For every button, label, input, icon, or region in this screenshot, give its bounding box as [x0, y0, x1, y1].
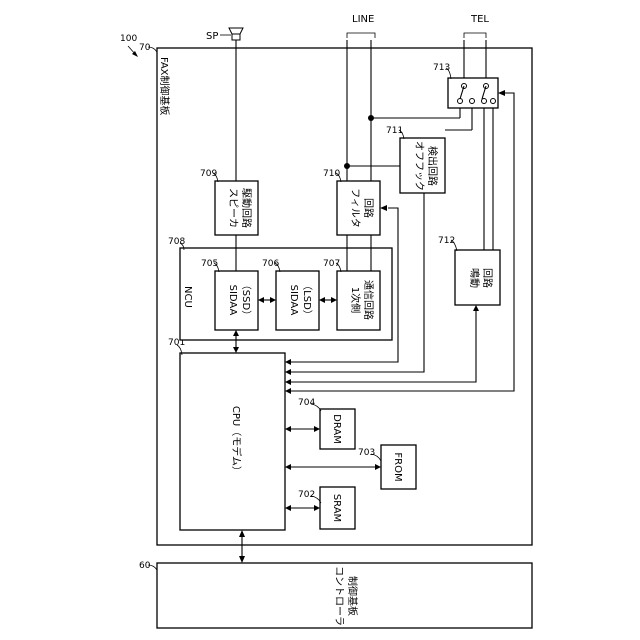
cpu-controller-arrow-down — [239, 556, 245, 563]
sidaa-lsd-title-2: （LSD） — [301, 280, 313, 320]
ringer-title-1: 鳴動 — [468, 268, 481, 288]
relay-contact-3 — [482, 99, 487, 104]
ringer-title-2: 回路 — [481, 268, 494, 288]
speaker-icon — [229, 28, 243, 40]
primary-comm-title-1: 1次側 — [349, 287, 362, 313]
filter-title-2: 回路 — [362, 198, 375, 218]
speaker-driver-title-1: スピーカ — [227, 188, 239, 228]
line-brace — [347, 33, 375, 38]
sidaa-ssd-title-1: SIDAA — [227, 285, 238, 316]
filter-title-1: フィルタ — [349, 188, 361, 228]
speaker-driver-title-2: 駆動回路 — [240, 188, 253, 228]
offhook-title-2: 検出回路 — [426, 146, 439, 186]
primary-comm-title-2: 通信回路 — [362, 280, 375, 320]
fig-ref: 100 — [120, 34, 137, 44]
relay-contact-1 — [458, 99, 463, 104]
sram-ref: 702 — [298, 490, 315, 500]
cpu-title: CPU（モデム） — [230, 406, 243, 476]
dram-title: DRAM — [331, 414, 342, 444]
speaker-icon-cone — [229, 28, 243, 34]
relay-ref: 713 — [433, 63, 450, 73]
speaker-icon-body — [232, 34, 240, 40]
from-title: FROM — [392, 452, 403, 481]
controller-board-title-1: コントローラ — [333, 566, 345, 626]
offhook-title-1: オフフック — [413, 141, 425, 191]
sram-title: SRAM — [331, 494, 342, 522]
sidaa-lsd-title-1: SIDAA — [288, 285, 299, 316]
fax-board-title: FAX制御基板 — [158, 57, 171, 116]
line-label: LINE — [352, 14, 374, 25]
fig-ref-group: 100 — [120, 34, 138, 57]
fax-board-ref: 70 — [139, 43, 151, 53]
ncu-title: NCU — [182, 286, 193, 308]
sp-label: SP — [206, 31, 218, 42]
controller-board-title-2: 制御基板 — [346, 576, 359, 616]
relay-contact-4 — [491, 99, 496, 104]
from-ref: 703 — [358, 448, 375, 458]
tel-label: TEL — [470, 14, 489, 25]
sidaa-ssd-title-2: （SSD） — [240, 280, 252, 320]
dram-ref: 704 — [298, 398, 315, 408]
tel-brace — [464, 33, 486, 38]
controller-board-ref: 60 — [139, 561, 151, 571]
cpu-controller-link — [239, 530, 245, 563]
relay-contact-2 — [470, 99, 475, 104]
